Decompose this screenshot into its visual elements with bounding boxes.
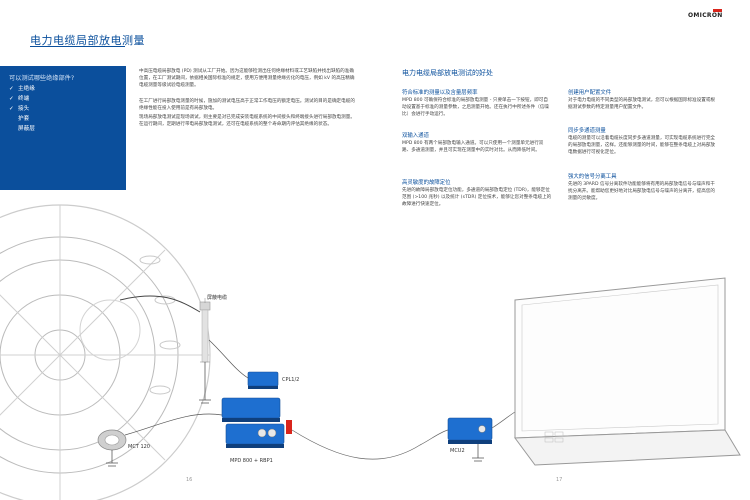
intro-paragraph-3: 现场局部放电测试是现场调试，则主要是对已完成安装电缆系统的中间接头和终端接头进行… [139,115,355,127]
benefit-title: 强大的信号分离工具 [568,174,617,180]
title-underline [30,46,125,47]
cpl-coupler [247,371,279,389]
component-list: 主绝缘 终端 接头 护套 屏蔽层 [9,84,35,134]
logo-accent [713,9,722,12]
label-mcu: MCU2 [450,448,465,454]
benefit-title: 创建用户配置文件 [568,90,612,96]
benefit-title: 同步多通道测量 [568,128,606,134]
benefits-heading: 电力电缆局部放电测试的好处 [402,69,493,77]
cable-drum [0,204,211,500]
benefit-title: 双输入通道 [402,133,429,139]
benefit-text: MPD 800 可确保符合标准的局部放电测量 - 只要单击一下按钮，即可自动设置… [402,98,550,117]
laptop [514,277,741,466]
intro-paragraph-1: 中高压电缆局部放电 (PD) 测试从工厂开始。因为这能够检测出任何绝缘材料或工艺… [139,69,355,88]
page-number-left: 16 [186,477,193,483]
benefit-title: 高灵敏度的故障定位 [402,180,451,186]
benefit-text: MPD 800 有两个局部放电输入通道。可以只使用一个测量单元进行双路、多通道测… [402,141,544,153]
list-item: 屏蔽层 [18,126,35,132]
mpd800-device [221,397,292,448]
list-item: 接头 [9,104,35,114]
cable-line [119,295,201,313]
page-number-right: 17 [556,477,563,483]
benefit-text: 对于电力电缆的不同类型的局部放电测试，您可以根据国际标准设置或根据测试参数的特定… [568,98,716,110]
list-item: 主绝缘 [9,84,35,94]
list-item: 终端 [9,94,35,104]
sidebar-panel: 可以测试哪些绝缘部件? 主绝缘 终端 接头 护套 屏蔽层 [0,66,126,190]
label-cpl: CPL1/2 [282,377,299,383]
benefit-text: 电缆的测量可以沿着电缆长度同步多通道测量，可实现电缆系统进行完全的局部放电测量，… [568,136,716,155]
mct-sensor [97,429,127,467]
intro-paragraph-2: 在工厂进行局部放电测量的时候，施加的测试电压高于正常工作电压的额定电压。测试的目… [139,99,355,111]
page-title: 电力电缆局部放电测量 [30,34,145,47]
fiber-cable [291,429,449,460]
label-mpd: MPD 800 + RBP1 [230,458,273,464]
sidebar-question: 可以测试哪些绝缘部件? [9,75,75,82]
benefit-text: 先进的 3PARD 信号分离软件功能能够将有用的局部放电信号与噪声和干扰分离开。… [568,182,716,201]
label-shielded-cable: 屏蔽电缆 [207,294,227,301]
ground-symbols [199,362,484,462]
label-mct: MCT 120 [128,444,150,450]
list-item: 护套 [18,116,30,122]
omicron-logo: OMICRON [688,12,723,19]
mcu2-device [447,417,493,444]
benefit-text: 先进的故障局部放电定位功能，多通道的局部放电定位 (TDR)，能够定位范围 (>… [402,188,552,207]
benefit-title: 符合标准的测量以及含量层频率 [402,90,478,96]
